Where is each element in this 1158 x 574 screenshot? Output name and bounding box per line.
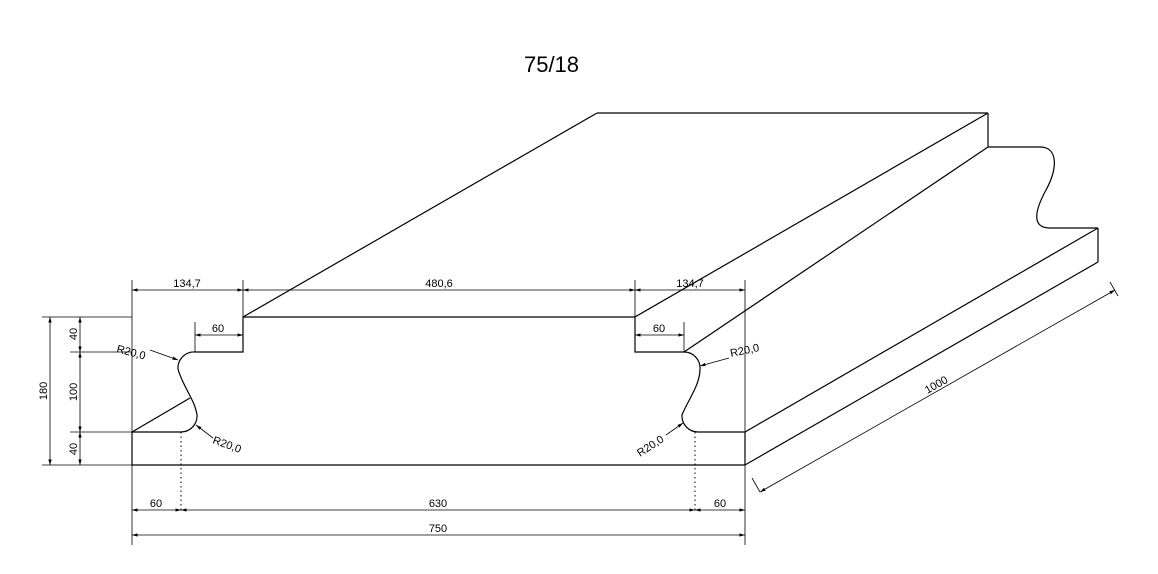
- dim-label-top-middle: 480,6: [425, 278, 453, 290]
- dim-label-width-total: 750: [429, 523, 447, 535]
- notch-dimensions: 60 60: [195, 323, 684, 337]
- front-profile: [131, 316, 746, 466]
- dim-label-bottom-middle: 630: [429, 498, 447, 510]
- top-surface-left-edge: [242, 112, 598, 318]
- right-step-front: [683, 146, 989, 353]
- drawing-title: 75/18: [523, 52, 580, 77]
- dim-label-height-top: 40: [68, 328, 80, 340]
- dim-label-top-right: 134,7: [676, 278, 704, 290]
- bottom-right-long-edge: [744, 261, 1099, 466]
- dim-label-notch-left: 60: [212, 323, 224, 335]
- radius-callouts: R20,0 R20,0 R20,0 R20,0: [115, 342, 760, 459]
- extension-lines: [42, 280, 1119, 545]
- board-outline: [131, 112, 1099, 466]
- radius-label-upper-right: R20,0: [729, 342, 760, 360]
- top-dimension-chain: 134,7 480,6 134,7: [132, 278, 745, 292]
- dim-label-bottom-right: 60: [714, 498, 726, 510]
- dim-label-length: 1000: [923, 374, 950, 397]
- dim-label-height-bottom: 40: [68, 443, 80, 455]
- vertical-dimensions: 180 40 100 40: [38, 317, 82, 465]
- leader-radius-lower-left: [195, 424, 214, 439]
- radius-label-upper-left: R20,0: [115, 343, 146, 362]
- dim-label-notch-right: 60: [653, 323, 665, 335]
- dim-line-length: [759, 289, 1116, 493]
- dim-label-top-left: 134,7: [173, 278, 201, 290]
- bottom-dimension-chain: 60 630 60 750: [132, 498, 745, 537]
- dim-label-bottom-left: 60: [150, 498, 162, 510]
- back-tongue-profile: [1036, 146, 1098, 229]
- leader-radius-lower-right: [665, 422, 684, 436]
- left-lower-edge: [131, 397, 191, 433]
- dim-label-height-total: 180: [38, 382, 50, 400]
- leader-radius-upper-left: [149, 349, 179, 361]
- leader-radius-upper-right: [699, 357, 730, 367]
- top-surface-right-edge: [634, 112, 989, 318]
- radius-label-lower-right: R20,0: [635, 433, 666, 459]
- dim-label-height-middle: 100: [68, 383, 80, 401]
- radius-label-lower-left: R20,0: [211, 435, 243, 456]
